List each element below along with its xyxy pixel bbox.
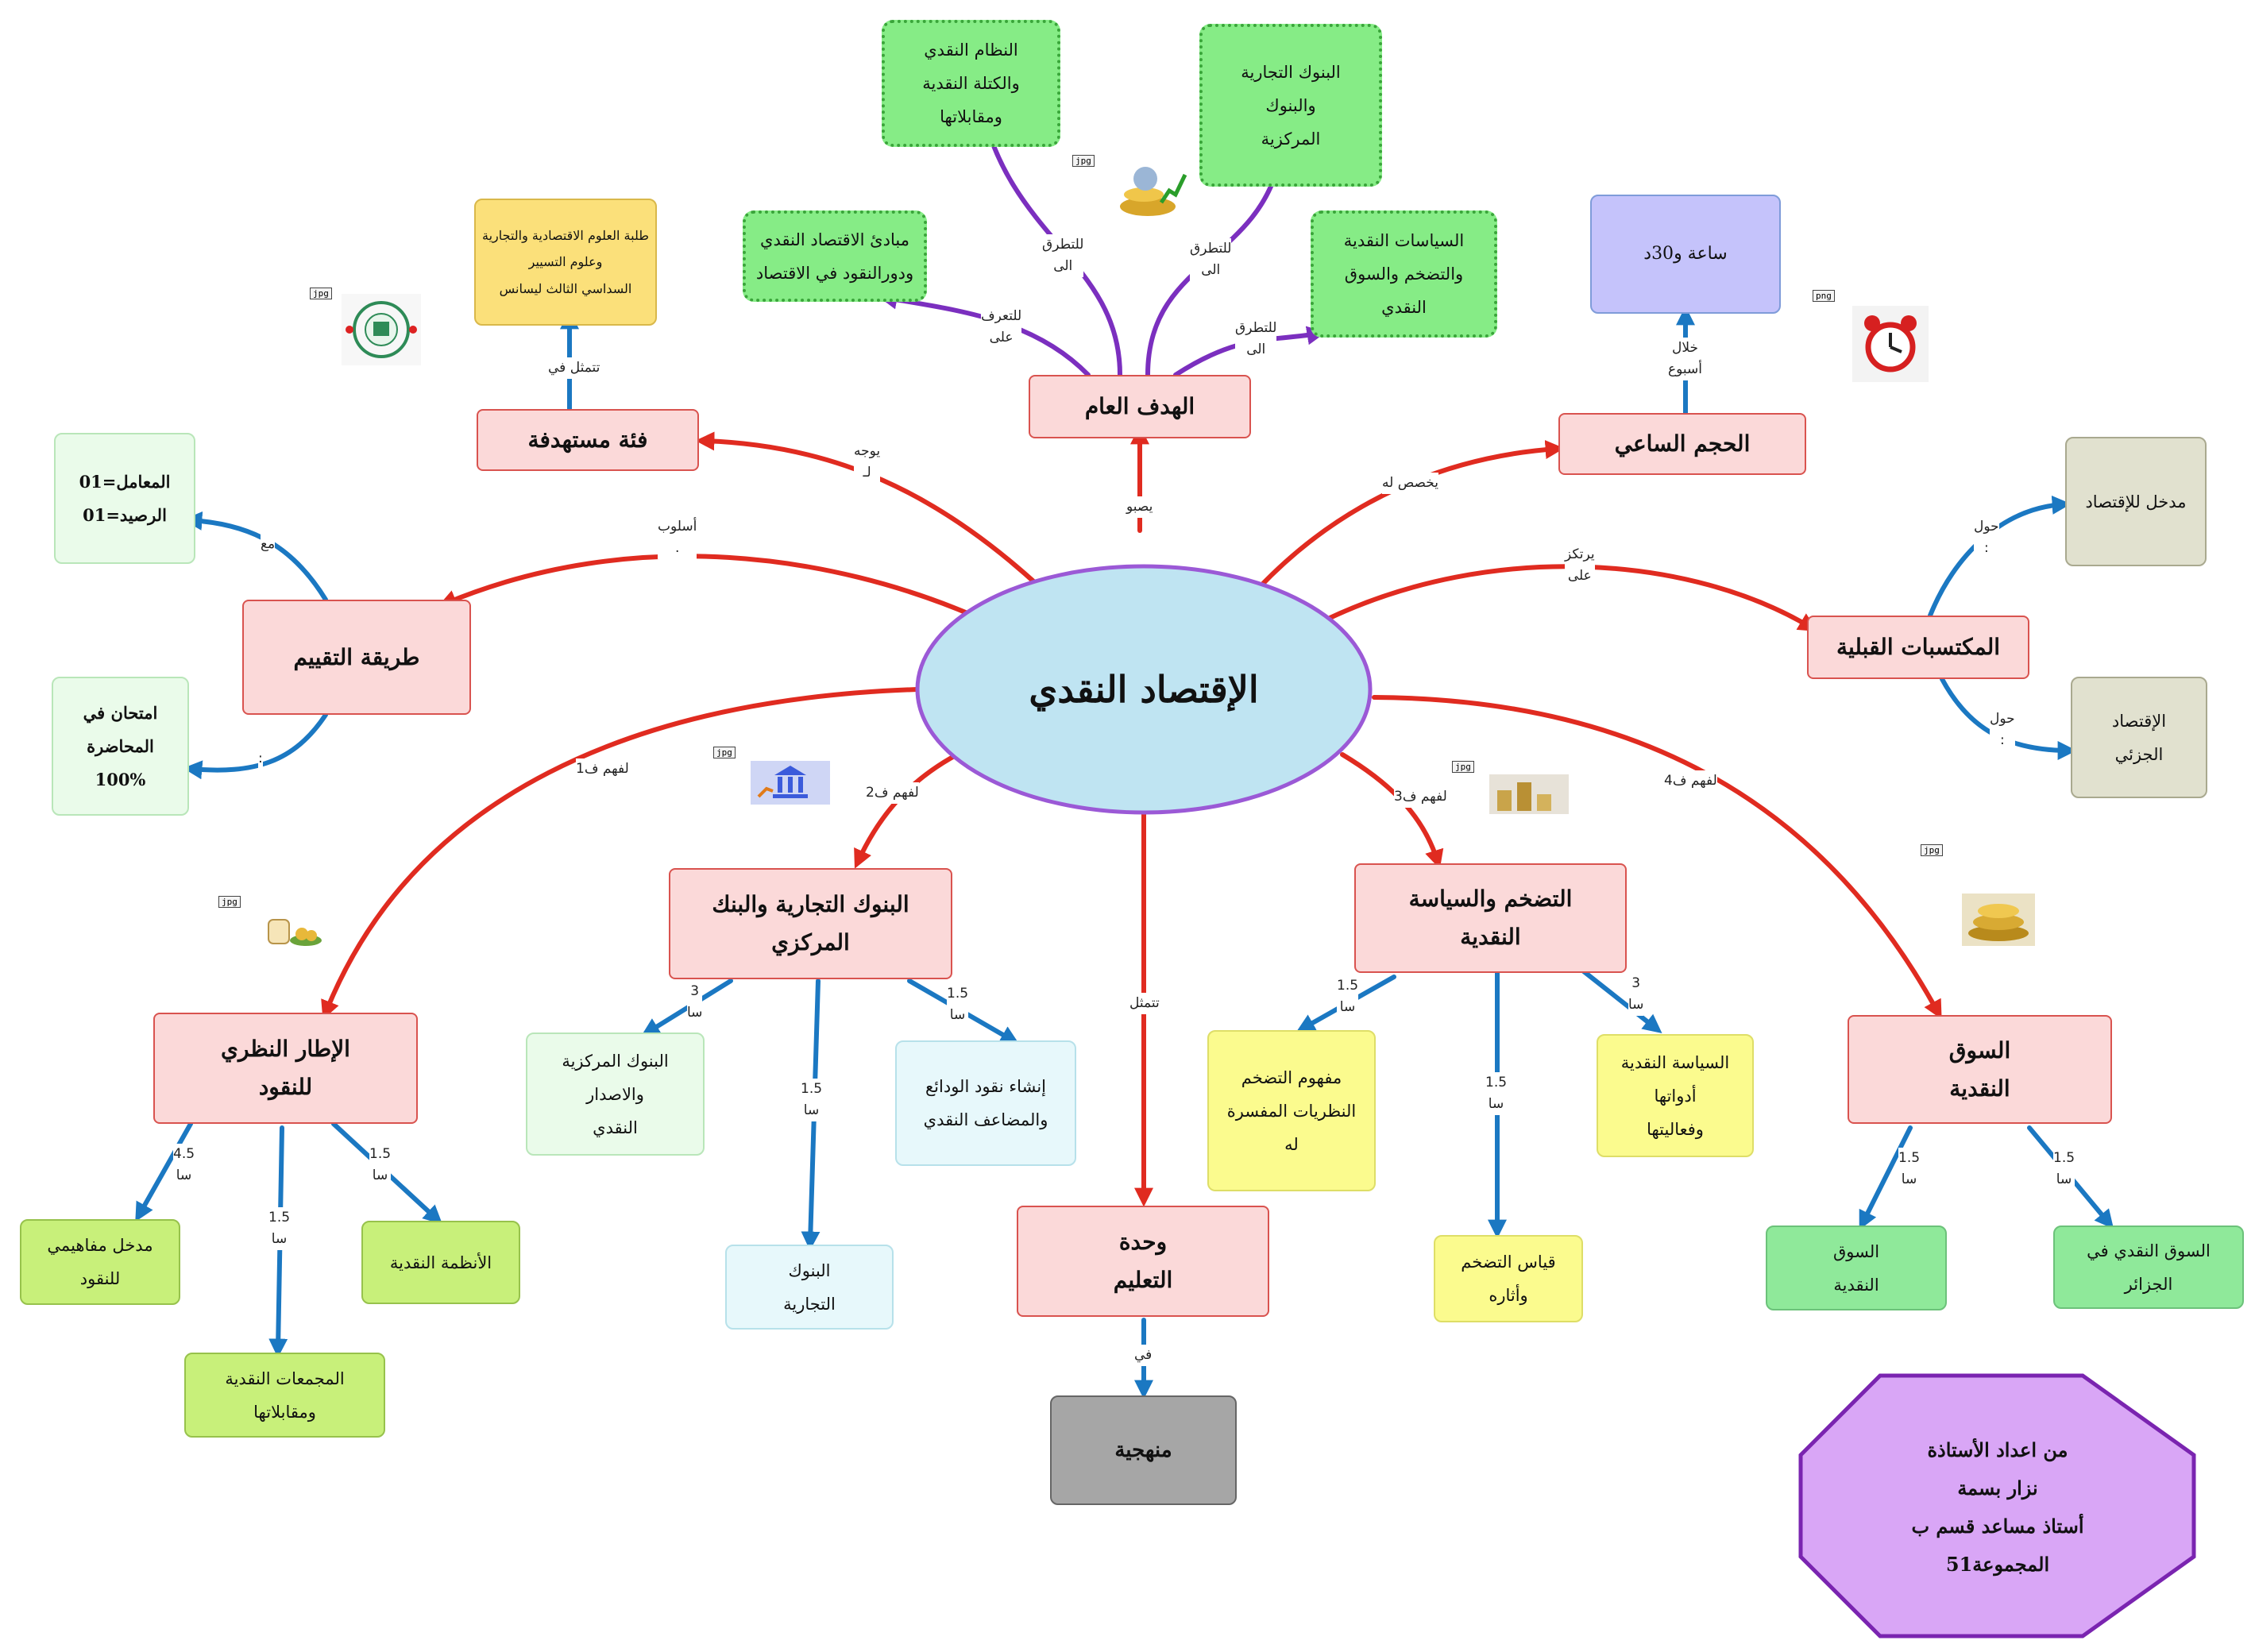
label-ch3-2: 1.5 سا <box>1485 1072 1508 1116</box>
target-node[interactable]: فئة مستهدفة <box>477 409 699 471</box>
link-ch2 <box>854 752 960 869</box>
coins-icon <box>1120 167 1187 216</box>
label-eval-1: مع <box>261 534 276 556</box>
center-node-shape <box>915 564 1373 815</box>
goal-node[interactable]: الهدف العام <box>1029 375 1251 438</box>
label-hours: يخصص له <box>1382 473 1438 495</box>
link-eval-2 <box>183 712 328 780</box>
label-ch3: لفهم ف3 <box>1394 786 1447 809</box>
link-target <box>695 431 1043 590</box>
target-audience-box[interactable]: طلبة العلوم الاقتصادية والتجارية وعلوم ا… <box>474 199 657 326</box>
label-ch2-1: 3 سا <box>687 981 703 1025</box>
bank-chart-icon <box>751 761 830 805</box>
label-ch4-1: 1.5 سا <box>1898 1148 1921 1191</box>
label-ch4-2: 1.5 سا <box>2053 1148 2075 1191</box>
chapter2-node[interactable]: البنوك التجارية والبنك المركزي <box>669 868 952 979</box>
link-ch1-1 <box>135 1121 193 1222</box>
ch2-item-central-banks[interactable]: البنوك المركزية والاصدار النقدي <box>526 1032 705 1156</box>
link-ch3-3 <box>1578 967 1662 1033</box>
coin-jar-icon <box>268 919 322 946</box>
label-prereq: يرتكز على <box>1565 544 1595 588</box>
image-tag-university: jpg <box>310 288 332 299</box>
image-tag-market: jpg <box>1921 844 1943 856</box>
ch4-item-money-market[interactable]: السوق النقدية <box>1766 1225 1947 1310</box>
goal-item-1[interactable]: مبادئ الاقتصاد النقدي ودورالنقود في الاق… <box>743 210 927 302</box>
link-eval <box>438 554 975 618</box>
ch2-item-deposit-money[interactable]: إنشاء نقود الودائع والمضاعف النقدي <box>895 1040 1076 1166</box>
label-eval-2: : <box>258 748 263 770</box>
label-goal: يصبو <box>1126 496 1153 519</box>
label-ch3-3: 3 سا <box>1628 973 1644 1017</box>
chapter3-node[interactable]: التضخم والسياسة النقدية <box>1354 863 1627 973</box>
ch3-item-inflation-concept[interactable]: مفهوم التضخم النظريات المفسرة له <box>1207 1030 1376 1191</box>
chapter4-node[interactable]: السوق النقدية <box>1848 1015 2112 1124</box>
goal-item-4[interactable]: السياسات النقدية والتضخم والسوق النقدي <box>1311 210 1497 338</box>
eval-item-exam[interactable]: امتحان في المحاضرة 100% <box>52 677 189 816</box>
label-goal-3: للتطرق الى <box>1190 238 1232 282</box>
label-prereq-1: حول : <box>1974 516 1999 560</box>
label-ch2-3: 1.5 سا <box>947 983 969 1027</box>
label-ch1: لفهم ف1 <box>576 758 629 781</box>
author-octagon-shape <box>1798 1373 2196 1638</box>
label-hours-child: خلال أسبوع <box>1668 338 1703 381</box>
ch1-item-aggregates[interactable]: المجمعات النقدية ومقابلاتها <box>184 1353 385 1438</box>
prereq-node[interactable]: المكتسبات القبلية <box>1807 616 2029 679</box>
label-ch3-1: 1.5 سا <box>1337 975 1359 1019</box>
label-ch4: لفهم ف4 <box>1664 770 1717 793</box>
eval-item-coefficient[interactable]: المعامل=01 الرصيد=01 <box>54 433 195 564</box>
university-logo-icon <box>342 294 421 365</box>
goal-item-3[interactable]: البنوك التجارية والبنوك المركزية <box>1199 24 1382 187</box>
label-ch2: لفهم ف2 <box>866 782 919 805</box>
link-eval-1 <box>183 511 328 602</box>
label-ch1-2: 1.5 سا <box>268 1207 291 1251</box>
prereq-item-2[interactable]: الإقتصاد الجزئي <box>2071 677 2207 798</box>
image-tag-clock: png <box>1813 290 1835 302</box>
author-credit: من اعداد الأستاذة نزار بسمة أستاذ مساعد … <box>1911 1438 2084 1576</box>
label-ch1-3: 1.5 سا <box>369 1144 392 1187</box>
link-ch4-1 <box>1859 1125 1913 1230</box>
image-tag-coins: jpg <box>1072 155 1095 167</box>
prereq-item-1[interactable]: مدخل للإقتصاد <box>2065 437 2207 566</box>
label-ch1-1: 4.5 سا <box>173 1144 195 1187</box>
alarm-clock-icon <box>1852 306 1929 382</box>
ch1-item-systems[interactable]: الأنظمة النقدية <box>361 1221 520 1304</box>
image-tag-jar: jpg <box>218 896 241 908</box>
hours-node[interactable]: الحجم الساعي <box>1558 413 1806 475</box>
label-goal-2: للتطرق الى <box>1042 234 1084 278</box>
money-stack-icon <box>1489 774 1569 814</box>
unit-node[interactable]: وحدة التعليم <box>1017 1206 1269 1317</box>
label-eval: أسلوب . <box>658 516 697 560</box>
goal-item-2[interactable]: النظام النقدي والكتلة النقدية ومقابلاتها <box>882 20 1060 147</box>
image-tag-money: jpg <box>1452 761 1474 773</box>
label-goal-1: للتعرف على <box>981 306 1022 349</box>
center-node[interactable]: الإقتصاد النقدي <box>1029 668 1259 711</box>
eval-node[interactable]: طريقة التقييم <box>242 600 471 715</box>
label-target: يوجه لـ <box>854 441 881 484</box>
hours-value-box[interactable]: ساعة و30د <box>1590 195 1781 314</box>
ch4-item-algeria-market[interactable]: السوق النقدي في الجزائر <box>2053 1225 2244 1309</box>
label-unit-child: في <box>1134 1345 1153 1367</box>
link-ch1 <box>321 687 920 1020</box>
label-goal-4: للتطرق الى <box>1235 318 1277 361</box>
market-coins-icon <box>1962 894 2035 946</box>
methodology-box[interactable]: منهجية <box>1050 1395 1237 1505</box>
label-prereq-2: حول : <box>1990 708 2015 752</box>
ch3-item-inflation-measure[interactable]: قياس التضخم وأثاره <box>1434 1235 1583 1322</box>
label-ch2-2: 1.5 سا <box>801 1079 823 1122</box>
ch1-item-concepts[interactable]: مدخل مفاهيمي للنقود <box>20 1219 180 1305</box>
image-tag-bank: jpg <box>713 747 736 758</box>
chapter1-node[interactable]: الإطار النظري للنقود <box>153 1013 418 1124</box>
link-ch3 <box>1340 752 1444 870</box>
ch3-item-monetary-policy[interactable]: السياسة النقدية أدواتها وفعاليتها <box>1597 1034 1754 1157</box>
label-target-child: تتمثل في <box>548 357 600 380</box>
label-unit: تتمثل <box>1129 993 1160 1015</box>
ch2-item-commercial-banks[interactable]: البنوك التجارية <box>725 1245 894 1330</box>
